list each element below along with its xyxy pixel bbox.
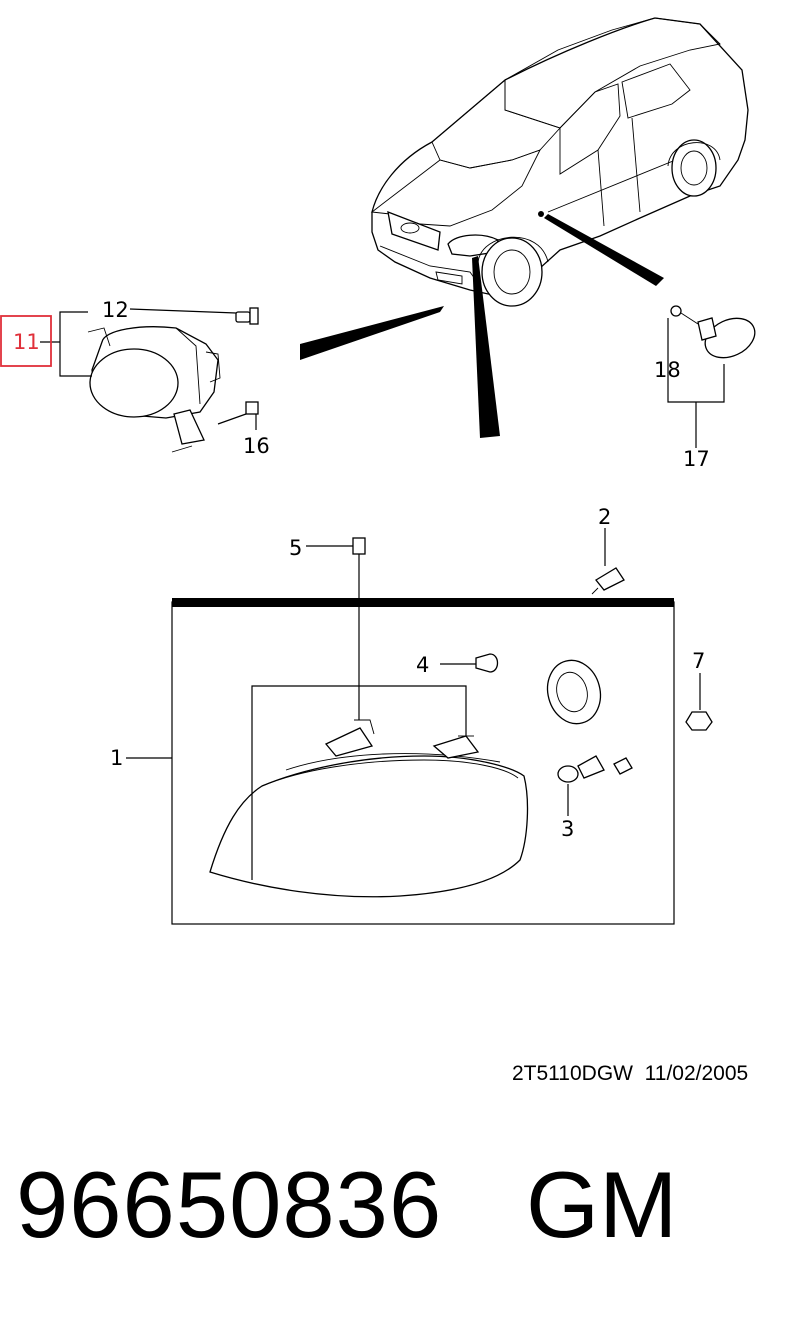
callout-17: 17 [683, 447, 710, 471]
bulb-4-icon [440, 653, 499, 673]
headlamp-box-top-bar [172, 598, 674, 607]
nut-7-icon [685, 711, 713, 731]
doc-code-text: 2T5110DGW [512, 1062, 633, 1085]
screw-16-icon [217, 401, 259, 425]
callout-1: 1 [110, 746, 123, 770]
callout-2: 2 [598, 505, 611, 529]
car-illustration [370, 17, 749, 307]
leader-headlamp [472, 256, 500, 438]
callout-5: 5 [289, 536, 302, 560]
callout-16: 16 [243, 434, 270, 458]
fog-lamp-assembly [87, 326, 221, 453]
headlamp-cap [546, 659, 602, 725]
highlight-box-11 [0, 315, 52, 367]
leader-side-repeater [544, 214, 664, 286]
bolt-12-icon [235, 307, 259, 325]
callout-12: 12 [102, 298, 129, 322]
headlamp-assembly [209, 719, 529, 898]
leader-fog-lamp [300, 306, 444, 360]
side-repeater-assembly [670, 305, 756, 359]
doc-date-text: 11/02/2005 [644, 1062, 749, 1085]
document-code: 2T5110DGW 11/02/2005 [512, 1062, 748, 1086]
callout-18: 18 [654, 358, 681, 382]
leader-lines [40, 308, 725, 880]
brand-name: GM [526, 1152, 678, 1257]
callout-7: 7 [692, 649, 705, 673]
part-number: 96650836 [16, 1152, 443, 1257]
callout-3: 3 [561, 817, 574, 841]
callout-11: 11 [13, 330, 40, 354]
callout-4: 4 [416, 653, 429, 677]
bulb-2-icon [591, 567, 625, 595]
bulb-3-icon [557, 755, 633, 783]
screw-5-icon [352, 537, 366, 598]
